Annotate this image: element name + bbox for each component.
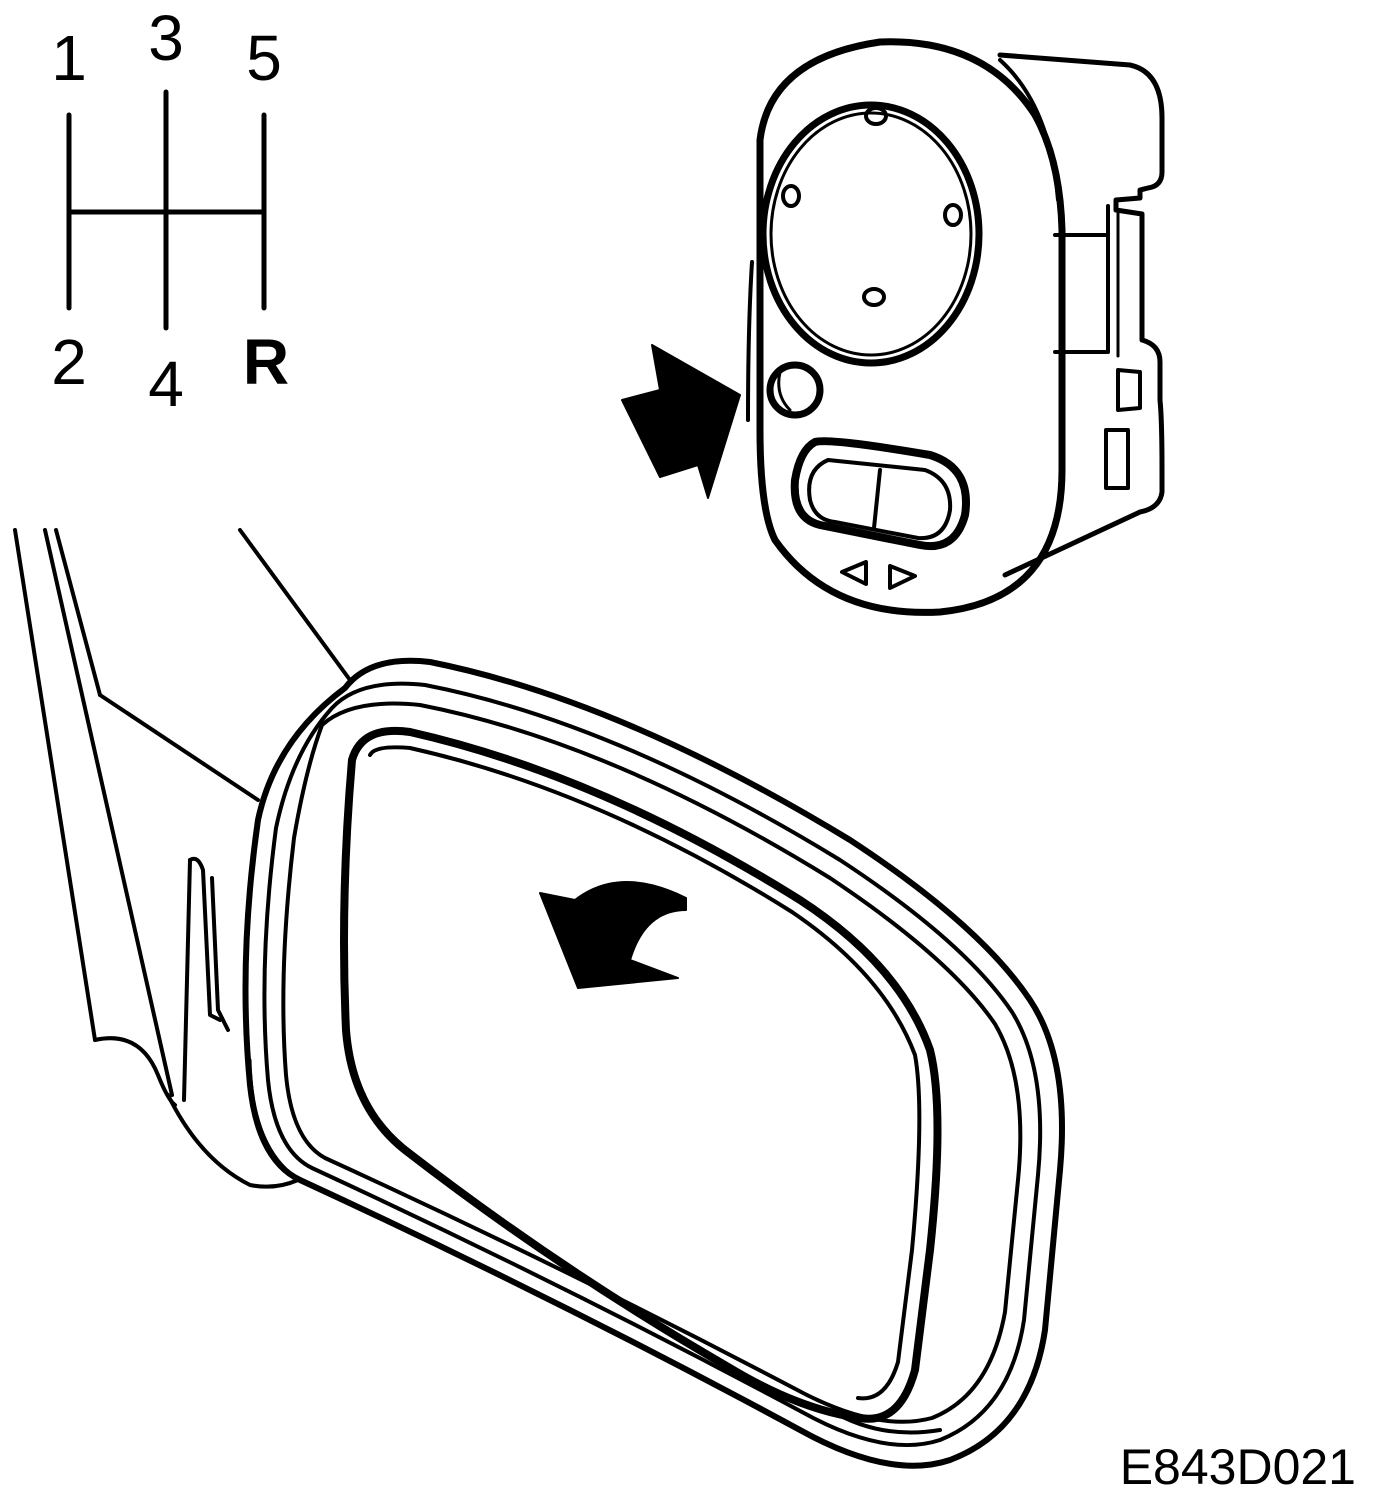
mount-bracket <box>182 858 192 1102</box>
connector-slot <box>1104 428 1130 490</box>
selector-disc-rim <box>769 111 973 357</box>
face-bevel <box>746 260 754 422</box>
shift-pattern: 1 3 5 2 4 R <box>51 2 289 420</box>
mirror-glass <box>340 726 942 1423</box>
disc-dot-right <box>943 203 963 227</box>
disc-dot-left <box>781 184 801 208</box>
housing-ring <box>262 681 1043 1448</box>
door-mirror <box>13 528 1065 1469</box>
disc-dot-bottom <box>862 287 886 307</box>
selector-disc[interactable] <box>759 101 983 367</box>
door-edge <box>54 528 102 697</box>
rotate-arrow-icon <box>539 881 687 989</box>
fold-button-highlight <box>777 370 792 412</box>
pointer-arrow-icon <box>621 344 741 499</box>
mount-bracket <box>210 876 230 1032</box>
gear-label-r: R <box>243 326 289 398</box>
housing-ring <box>248 1058 302 1182</box>
switch-front-face <box>756 38 1066 616</box>
gear-label-3: 3 <box>148 2 184 74</box>
door-edge <box>13 528 97 1042</box>
housing-tab <box>1053 233 1142 412</box>
gear-label-1: 1 <box>51 22 87 94</box>
mount-base <box>166 1093 300 1189</box>
left-arrow-icon <box>840 560 868 586</box>
disc-dot-top <box>864 106 888 126</box>
face-bevel <box>998 58 1060 202</box>
fold-button[interactable] <box>766 361 824 419</box>
gear-label-2: 2 <box>51 326 87 398</box>
mirror-control-switch <box>621 38 1165 616</box>
leader-line <box>238 528 352 682</box>
figure-code: E843D021 <box>1120 1439 1356 1495</box>
rocker-inner <box>807 458 953 541</box>
left-right-rocker[interactable] <box>790 437 970 551</box>
gear-label-5: 5 <box>246 22 282 94</box>
glass-inner-edge <box>368 745 922 1401</box>
right-arrow-icon <box>888 564 917 590</box>
switch-housing-back <box>997 52 1165 578</box>
mirror-housing <box>242 657 1065 1469</box>
gear-label-4: 4 <box>148 348 184 420</box>
door-edge <box>98 693 260 802</box>
housing-ring <box>281 701 1023 1424</box>
door-edge <box>43 528 174 1097</box>
rocker-divider <box>872 468 882 530</box>
mount-bracket <box>188 856 222 1022</box>
